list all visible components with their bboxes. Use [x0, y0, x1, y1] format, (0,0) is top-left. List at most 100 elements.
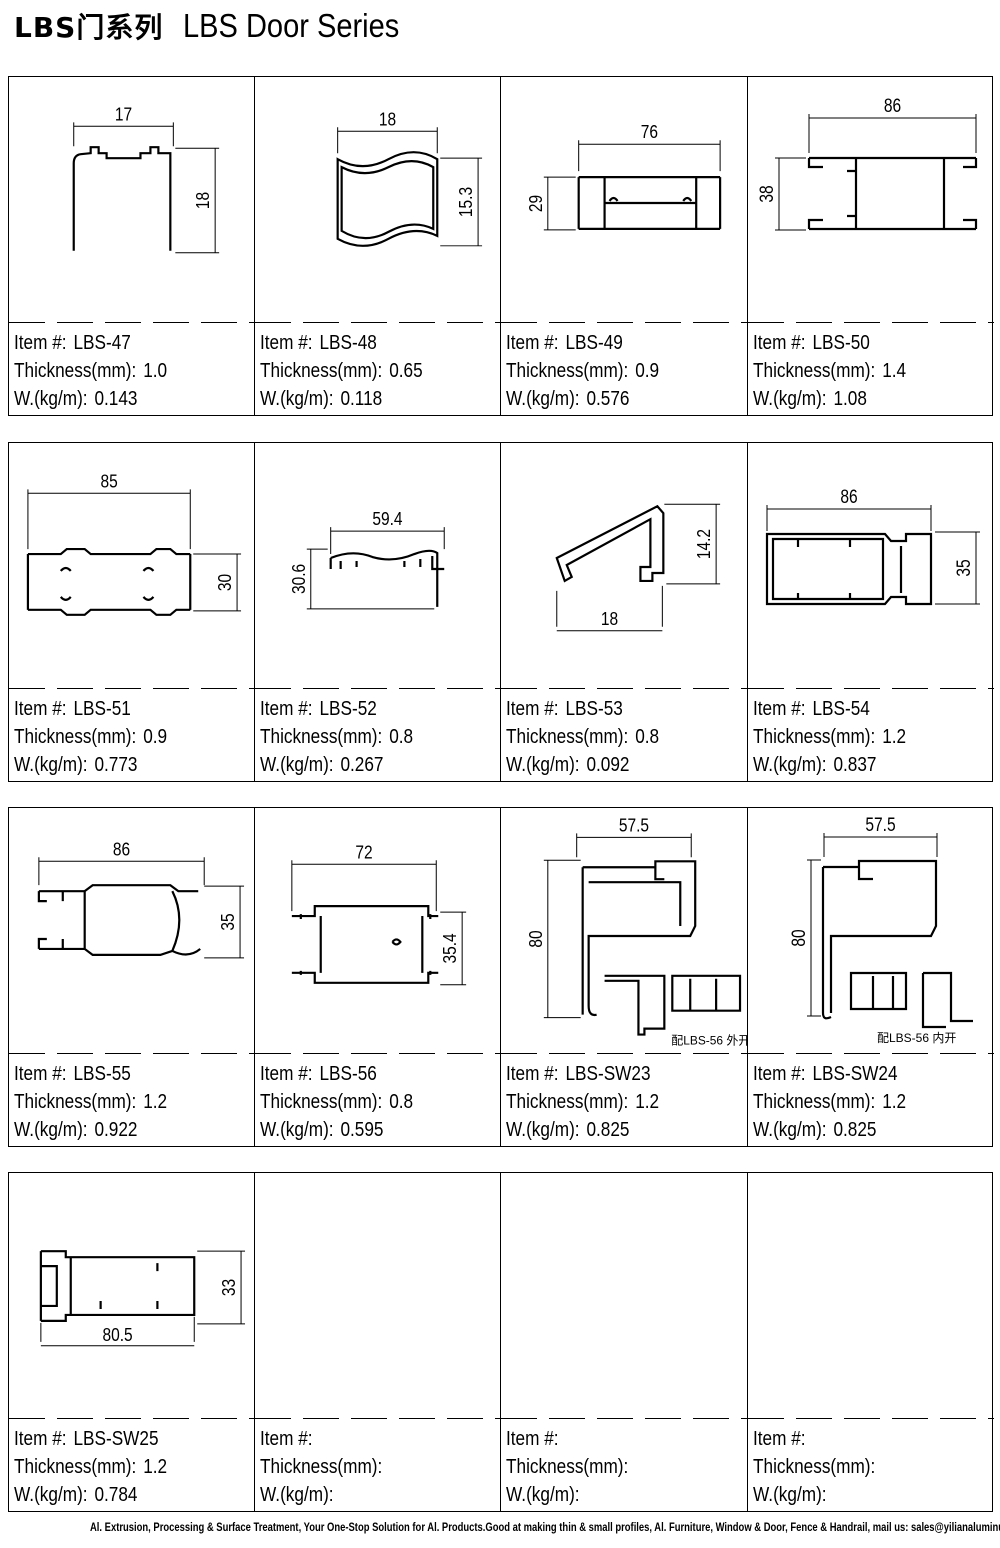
- thickness-label: Thickness(mm):: [14, 1456, 137, 1478]
- weight-line: W.(kg/m):0.825: [506, 1116, 659, 1144]
- title-chinese: LBS门系列: [14, 11, 164, 44]
- 1.6: [336, 151, 439, 247]
- item-number-label: Item #:: [753, 698, 806, 720]
- weight-line: W.(kg/m):0.092: [506, 751, 659, 779]
- thickness-value: 0.65: [389, 360, 423, 382]
- weight-line: W.(kg/m): 0.595: [260, 1116, 413, 1144]
- thickness-line: Thickness(mm):0.65: [260, 357, 423, 385]
- dimension-line: [27, 489, 191, 550]
- thickness-label: Thickness(mm):: [14, 360, 137, 382]
- thickness-line: Thickness(mm):1.2: [14, 1088, 167, 1116]
- 1.6: [604, 974, 742, 1036]
- thickness-line: Thickness(mm):: [753, 1453, 882, 1481]
- item-number-label: Item #:: [260, 332, 313, 354]
- dashed-divider: [501, 1053, 747, 1054]
- item-number-label: Item #:: [14, 332, 67, 354]
- 1.3: [796, 539, 903, 599]
- item-number-label: Item #:: [506, 698, 559, 720]
- weight-line: W.(kg/m):0.267: [260, 751, 413, 779]
- dimension-line: [543, 859, 581, 1019]
- dashed-divider: [748, 322, 994, 323]
- dimension-line: [578, 140, 721, 172]
- item-number-line: Item #:LBS-48: [260, 329, 423, 357]
- thickness-line: Thickness(mm):1.2: [14, 1453, 167, 1481]
- title-english: LBS Door Series: [183, 7, 400, 44]
- weight-value: 1.08: [833, 388, 867, 410]
- item-number-line: Item #:LBS-SW23: [506, 1060, 659, 1088]
- thickness-line: Thickness(mm):0.8: [260, 723, 413, 751]
- item-number-value: LBS-SW25: [73, 1428, 159, 1450]
- 2.4: [581, 860, 697, 1017]
- 1.4: [765, 532, 933, 606]
- weight-label: W.(kg/m):: [753, 754, 827, 776]
- weight-line: W.(kg/m):0.118: [260, 385, 423, 413]
- weight-label: W.(kg/m):: [14, 754, 88, 776]
- item-number-label: Item #:: [260, 698, 313, 720]
- dimension-label: 18: [601, 607, 618, 629]
- dimension-line: [576, 833, 692, 858]
- weight-label: W.(kg/m):: [14, 1119, 88, 1141]
- dashed-divider: [255, 322, 500, 323]
- item-number-value: LBS-50: [812, 332, 870, 354]
- item-number-label: Item #:: [260, 1063, 313, 1085]
- dimension-line: [935, 531, 980, 605]
- dimension-line: [330, 527, 445, 555]
- dashed-divider: [255, 1053, 500, 1054]
- dashed-divider: [9, 322, 254, 323]
- dimension-line: [175, 147, 220, 254]
- item-number-line: Item #:LBS-SW25: [14, 1425, 167, 1453]
- weight-line: W.(kg/m):0.784: [14, 1481, 167, 1509]
- item-number-label: Item #:: [506, 332, 559, 354]
- dashed-divider: [255, 1418, 500, 1419]
- thickness-value: 0.8: [389, 1091, 414, 1113]
- dimension-label: 57.5: [865, 814, 895, 836]
- thickness-value: 1.2: [882, 1091, 907, 1113]
- dimension-line: [775, 157, 806, 231]
- 1.8: [329, 549, 445, 607]
- item-number-value: LBS-52: [319, 698, 377, 720]
- thickness-label: Thickness(mm):: [753, 726, 876, 748]
- dimension-line: [73, 122, 174, 147]
- dimension-line: [440, 157, 483, 247]
- dimension-label: 15.3: [455, 187, 477, 217]
- thickness-value: 1.2: [143, 1091, 168, 1113]
- weight-line: W.(kg/m):: [260, 1481, 389, 1509]
- thickness-label: Thickness(mm):: [506, 360, 629, 382]
- dimension-line: [766, 505, 932, 531]
- thickness-value: 1.2: [635, 1091, 660, 1113]
- profile-drawing: [501, 1173, 747, 1419]
- item-number-line: Item #:LBS-51: [14, 695, 167, 723]
- dimension-label: 30.6: [287, 564, 309, 594]
- weight-label: W.(kg/m):: [14, 1484, 88, 1506]
- item-number-value: LBS-SW23: [565, 1063, 651, 1085]
- dimension-line: [306, 548, 435, 610]
- weight-label: W.(kg/m):: [753, 388, 827, 410]
- dimension-label: 17: [115, 103, 132, 125]
- item-number-line: Item #:LBS-47: [14, 329, 167, 357]
- weight-value: 0.595: [340, 1119, 384, 1141]
- dimension-line: [543, 176, 576, 231]
- weight-line: W.(kg/m):0.143: [14, 385, 167, 413]
- dimension-label: 18: [192, 192, 214, 209]
- thickness-label: Thickness(mm):: [753, 1456, 876, 1478]
- 1.3: [391, 938, 402, 946]
- 1.3: [608, 196, 693, 202]
- weight-label: W.(kg/m):: [260, 1119, 334, 1141]
